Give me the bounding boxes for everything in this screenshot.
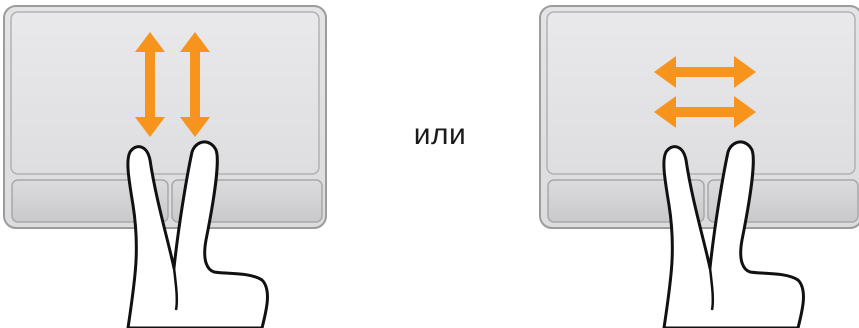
horizontal-arrows-icon: [654, 56, 756, 128]
separator-label: или: [413, 118, 467, 151]
vertical-scroll-illustration: [0, 0, 332, 328]
hand-icon: [126, 140, 269, 328]
horizontal-scroll-illustration: [536, 0, 859, 328]
hand-icon: [662, 140, 805, 328]
vertical-arrows-icon: [135, 32, 210, 137]
touchpad-left-button: [547, 179, 705, 223]
touchpad-left-button: [11, 179, 169, 223]
